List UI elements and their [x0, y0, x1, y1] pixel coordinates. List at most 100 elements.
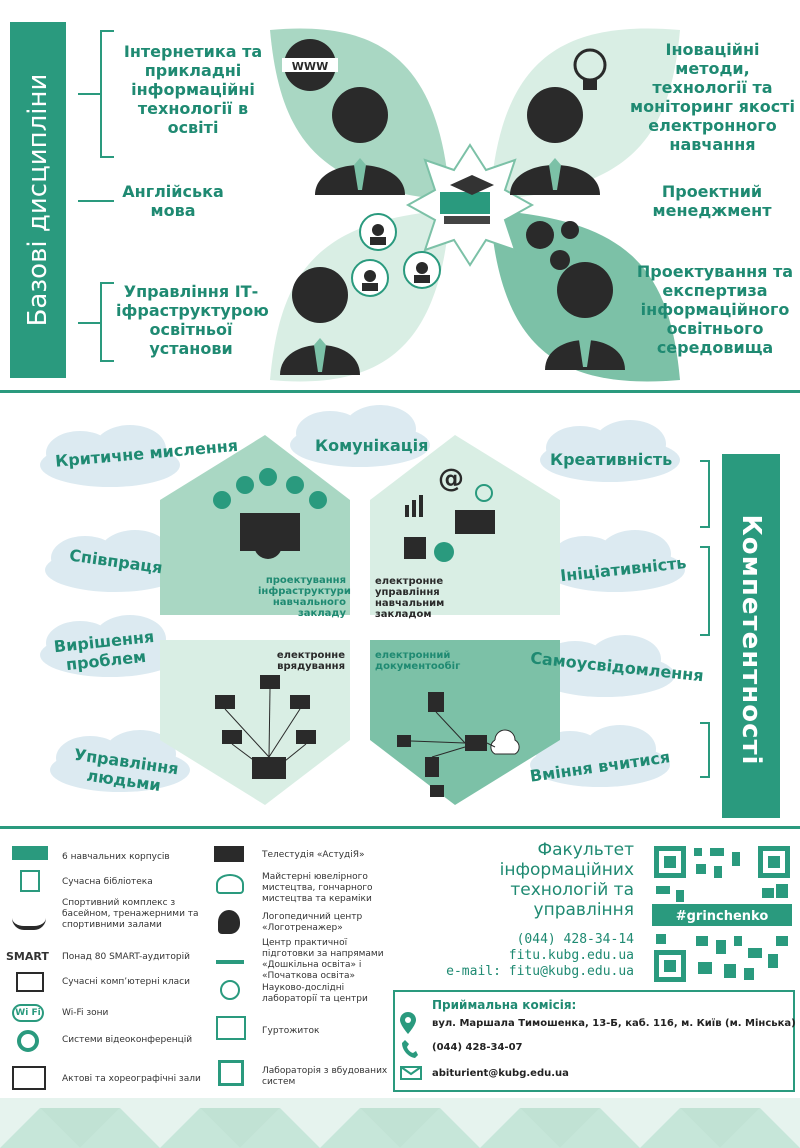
- computer-class-icon: [16, 972, 44, 992]
- qr-code[interactable]: #grinchenko: [652, 844, 792, 984]
- discipline-project-management: Проектний менеджмент: [652, 182, 772, 220]
- graduation-cap-icon: [450, 175, 494, 195]
- pencil-icon: [216, 944, 244, 964]
- webcam-icon: [17, 1030, 39, 1052]
- facility-computer-classes: Сучасні комп’ютерні класи: [62, 977, 190, 987]
- faculty-title: Факультет інформаційних технологій та уп…: [499, 840, 634, 920]
- section-divider: [0, 390, 800, 393]
- speech-icon: [218, 910, 240, 934]
- bracket-tick: [78, 93, 100, 95]
- www-label: WWW: [292, 60, 328, 73]
- discipline-internetika: Інтернетика та прикладні інформаційні те…: [123, 42, 263, 137]
- competencies-graphic: @: [40, 405, 685, 805]
- admission-phone: (044) 428-34-07: [432, 1042, 523, 1053]
- dancer-icon: [12, 1066, 46, 1090]
- bracket: [700, 722, 710, 778]
- facility-smart: Понад 80 SMART-аудиторій: [62, 952, 190, 962]
- admission-title: Приймальна комісія:: [432, 998, 577, 1012]
- desk-icon: [455, 510, 495, 534]
- dormitory-icon: [216, 1016, 246, 1040]
- bracket: [100, 282, 114, 362]
- at-icon: @: [438, 464, 464, 494]
- gear-icon: [550, 250, 570, 270]
- facility-speech-center: Логопедичний центр «Логотренажер»: [262, 912, 363, 933]
- document-icon: [404, 537, 426, 559]
- smart-icon: SMART: [6, 950, 49, 963]
- chip-icon: [218, 1060, 244, 1086]
- gear-icon: [561, 221, 579, 239]
- competency-communication: Комунікація: [315, 436, 429, 455]
- bracket: [100, 30, 114, 158]
- jewelry-icon: [216, 874, 244, 894]
- clock-icon: [475, 484, 493, 502]
- diamond-caption-e-documents: електронний документообіг: [375, 650, 461, 672]
- faculty-phone: (044) 428-34-14: [516, 932, 634, 947]
- facility-buildings: 6 навчальних корпусів: [62, 852, 170, 862]
- money-icon: [434, 542, 454, 562]
- discipline-english: Англійська мова: [122, 182, 224, 220]
- facility-halls: Актові та хореографічні зали: [62, 1074, 201, 1084]
- petal-top-right: [490, 28, 680, 200]
- tie-icon: [579, 333, 591, 367]
- admission-address: вул. Маршала Тимошенка, 13-Б, каб. 116, …: [432, 1018, 796, 1029]
- lightbulb-icon: [583, 80, 597, 90]
- basic-disciplines-banner: [10, 22, 66, 378]
- person-icon: [557, 262, 613, 318]
- qr-hashtag: #grinchenko: [676, 909, 769, 924]
- tie-icon: [354, 158, 366, 190]
- books-icon: [440, 192, 490, 214]
- facility-sport: Спортивний комплекс з басейном, тренажер…: [62, 898, 199, 930]
- facility-embedded-lab: Лабораторія з вбудованих систем: [262, 1066, 388, 1087]
- basic-disciplines-section: Базові дисципліни: [0, 0, 800, 390]
- admission-email-link[interactable]: abiturient@kubg.edu.ua: [432, 1068, 569, 1079]
- bracket: [700, 546, 710, 636]
- discipline-innovative-methods: Іноваційні методи, технології та монітор…: [630, 40, 795, 154]
- discipline-env-design: Проектування та експертиза інформаційног…: [636, 262, 794, 357]
- book-icon: [20, 870, 40, 892]
- wifi-icon: Wi Fi: [12, 1004, 44, 1022]
- books-icon: [444, 216, 490, 224]
- faculty-email-link[interactable]: e-mail: fitu@kubg.edu.ua: [446, 964, 634, 979]
- petal-bottom-left: [270, 210, 450, 382]
- facility-wifi: Wi-Fi зони: [62, 1008, 109, 1018]
- diamond-e-documents: [370, 640, 560, 805]
- bracket-tick: [78, 200, 114, 202]
- petal-graphic: WWW: [270, 28, 680, 382]
- tie-icon: [549, 158, 561, 190]
- facility-tv-studio: Телестудія «АстудіЯ»: [262, 850, 365, 860]
- diamond-caption-infrastructure: проектування інфраструктури навчального …: [258, 575, 351, 619]
- bracket-tick: [78, 322, 100, 324]
- person-icon: [332, 87, 388, 143]
- admission-box: [393, 990, 795, 1092]
- facility-dormitory: Гуртожиток: [262, 1026, 320, 1036]
- person-icon: [254, 531, 282, 559]
- faculty-site-link[interactable]: fitu.kubg.edu.ua: [508, 948, 634, 963]
- basic-disciplines-title: Базові дисципліни: [23, 73, 53, 327]
- discipline-it-infrastructure: Управління ІТ-іфраструктурою освітньої у…: [116, 282, 269, 358]
- camera-icon: [214, 846, 244, 862]
- bracket: [700, 460, 710, 528]
- diamond-caption-e-government: електронне врядування: [276, 650, 345, 672]
- mail-icon: [400, 1066, 422, 1080]
- section-divider: [0, 826, 800, 829]
- competencies-banner: [722, 454, 780, 818]
- gear-icon: [526, 221, 554, 249]
- diamond-caption-e-management: електронне управління навчальним закладо…: [375, 576, 445, 620]
- competency-creativity: Креативність: [550, 450, 673, 469]
- diamond-e-government: [160, 640, 350, 805]
- facility-research-labs: Науково-дослідні лабораторії та центри: [262, 983, 368, 1004]
- atom-icon: [220, 980, 240, 1000]
- facility-practice-center: Центр практичної підготовки за напрямами…: [262, 938, 384, 981]
- person-icon: [527, 87, 583, 143]
- facility-workshops: Майстерні ювелірного мистецтва, гончарно…: [262, 872, 373, 904]
- swimmer-icon: [12, 904, 46, 930]
- location-pin-icon: [400, 1012, 416, 1034]
- footer-pattern: [0, 1098, 800, 1148]
- phone-icon: [402, 1040, 418, 1058]
- facility-library: Сучасна бібліотека: [62, 877, 153, 887]
- facility-videoconference: Системи відеоконференцій: [62, 1035, 193, 1045]
- tie-icon: [314, 338, 326, 372]
- person-icon: [292, 267, 348, 323]
- building-icon: [12, 846, 48, 860]
- cloud-storage-icon: [490, 729, 520, 755]
